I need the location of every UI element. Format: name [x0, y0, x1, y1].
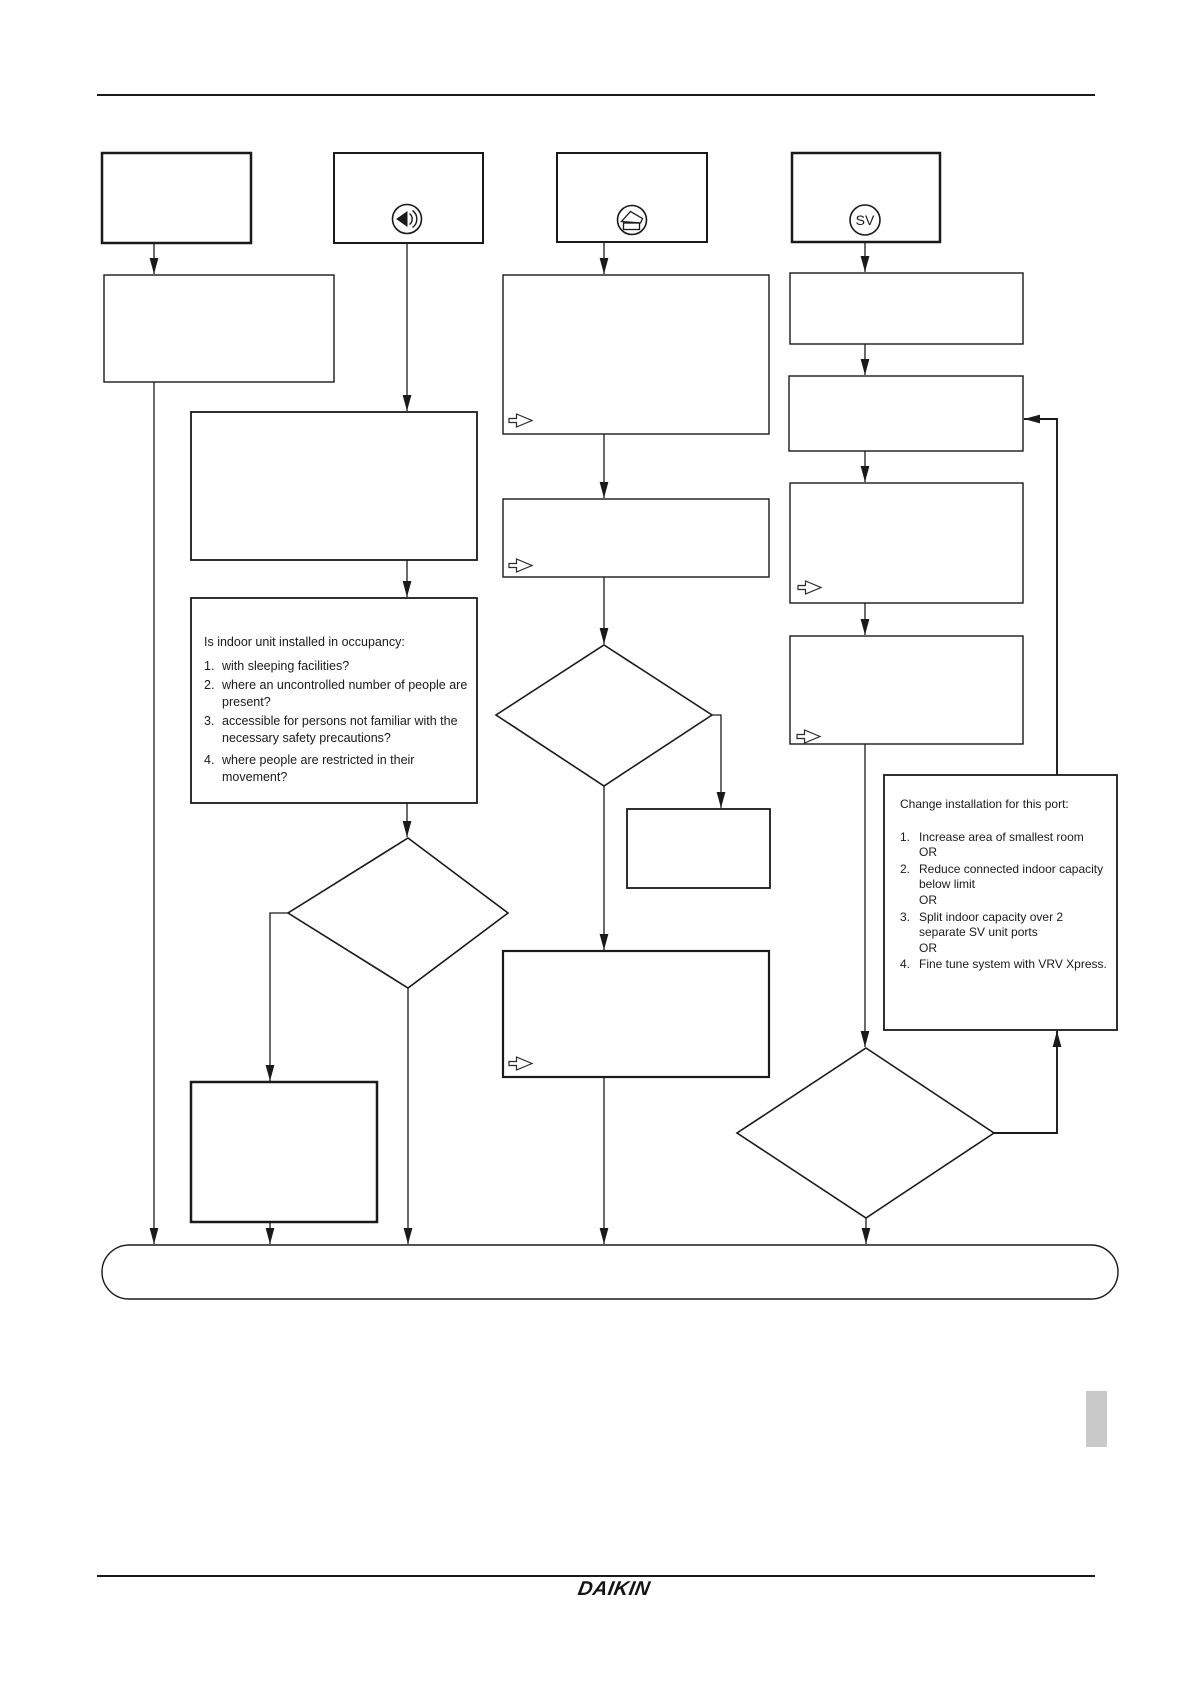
- branch4-step4-box: [789, 635, 1024, 745]
- forward-arrow-icon: [508, 558, 534, 573]
- page-edge-tab: [1086, 1391, 1107, 1447]
- forward-arrow-icon: [796, 729, 822, 744]
- arrow-change-box-loop-back: [1024, 414, 1058, 775]
- branch3-decision-diamond: [494, 644, 714, 787]
- speaker-icon: [391, 203, 423, 235]
- branch1-header-box: [100, 151, 253, 245]
- top-rule: [97, 94, 1095, 96]
- bottom-rule: [97, 1575, 1095, 1577]
- flow-connectors: [149, 242, 1062, 1244]
- list-item: 1. with sleeping facilities?: [204, 658, 350, 673]
- branch4-step3-box: [789, 482, 1024, 604]
- branch2-decision-diamond: [286, 837, 510, 989]
- arrow-decision-to-change-box: [994, 1031, 1062, 1134]
- indoor-unit-icon: [616, 204, 648, 236]
- occupancy-question-box: [190, 597, 478, 804]
- forward-arrow-icons: [508, 413, 823, 1071]
- sv-port-icon-label: SV: [856, 212, 875, 228]
- branch1-step-box: [103, 274, 335, 383]
- change-port-instructions-text: Change installation for this port: 1. In…: [884, 775, 1117, 1030]
- list-item: 2. where an uncontrolled number of peopl…: [204, 678, 468, 709]
- branch4-header-box: [790, 151, 942, 244]
- end-terminator-bar: [101, 1244, 1119, 1300]
- occupancy-intro: Is indoor unit installed in occupancy:: [204, 635, 405, 649]
- branch2-header-box: [333, 152, 484, 244]
- branch3-result-box: [501, 949, 771, 1079]
- list-item: 3. Split indoor capacity over 2 separate…: [900, 909, 1064, 940]
- daikin-logo: DAIKIN: [576, 1578, 652, 1600]
- branch3-step1-box: [502, 274, 770, 435]
- sv-port-icon: SV: [849, 204, 881, 236]
- forward-arrow-icon: [508, 413, 534, 428]
- forward-arrow-icon: [797, 580, 823, 595]
- arrow-b3-decision-to-side: [712, 714, 726, 808]
- branch3-side-box: [626, 808, 771, 889]
- list-item: 3. accessible for persons not familiar w…: [204, 714, 458, 745]
- or-separator: OR: [919, 845, 937, 860]
- branch4-step2-box: [788, 375, 1024, 452]
- branch4-step1-box: [789, 272, 1024, 345]
- branch4-decision-diamond: [735, 1047, 996, 1219]
- list-item: 1. Increase area of smallest room: [900, 829, 1084, 844]
- flow-nodes: [100, 151, 1119, 1300]
- list-item: 4. where people are restricted in their …: [204, 753, 415, 784]
- change-port-intro: Change installation for this port:: [900, 797, 1069, 811]
- forward-arrow-icon: [508, 1056, 534, 1071]
- branch3-header-box: [556, 152, 708, 243]
- arrow-b2-decision-to-result: [265, 912, 288, 1081]
- or-separator: OR: [919, 940, 937, 955]
- list-item: 2. Reduce connected indoor capacity belo…: [900, 861, 1104, 892]
- branch2-step-box: [190, 411, 478, 561]
- change-port-instructions-box: [883, 774, 1118, 1031]
- or-separator: OR: [919, 892, 937, 907]
- branch3-step2-box: [502, 498, 770, 578]
- occupancy-question-text: Is indoor unit installed in occupancy: 1…: [191, 598, 477, 803]
- branch2-result-box: [189, 1080, 379, 1224]
- list-item: 4. Fine tune system with VRV Xpress.: [900, 957, 1107, 972]
